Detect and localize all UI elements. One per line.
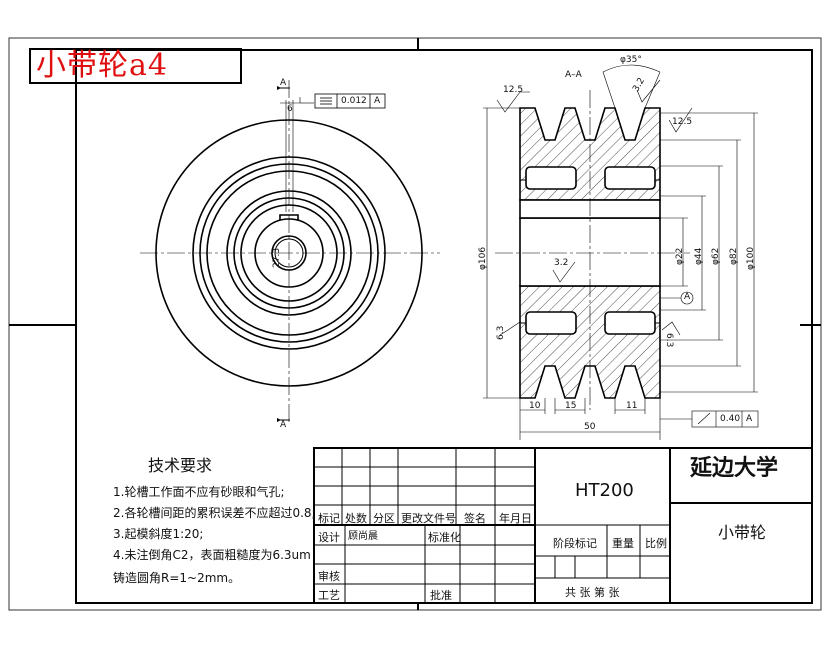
tb-standardize-label: 标准化	[428, 531, 461, 544]
roughness-bore: 3.2	[554, 258, 569, 268]
tech-requirement-3: 3.起模斜度1:20;	[113, 527, 204, 541]
tb-sheets-label: 共 张 第 张	[565, 586, 620, 599]
width-15-label: 15	[565, 401, 577, 411]
tb-process-label: 工艺	[318, 589, 340, 602]
tb-col-mark: 标记	[318, 512, 340, 525]
symmetry-tolerance-datum: A	[374, 96, 381, 106]
title-box	[29, 48, 242, 84]
roughness-top-right: 12.5	[672, 117, 693, 127]
width-11-label: 11	[626, 401, 638, 411]
groove-angle-label: φ35°	[620, 55, 642, 65]
tech-requirement-1: 1.轮槽工作面不应有砂眼和气孔;	[113, 485, 285, 499]
drawing-title: 小带轮a4	[36, 48, 168, 83]
roughness-side-left: 6.3	[496, 325, 506, 340]
cut-mark-top: A	[280, 78, 287, 88]
diameter-22-label: φ22	[675, 247, 685, 265]
diameter-100-label: φ100	[746, 246, 756, 270]
tech-requirement-5: 铸造圆角R=1~2mm。	[113, 571, 241, 585]
tech-requirements-heading: 技术要求	[148, 456, 213, 475]
tb-col-count: 处数	[345, 512, 367, 525]
university-name: 延边大学	[690, 456, 779, 481]
diameter-106-label: φ106	[478, 246, 488, 270]
title-block-grid	[313, 447, 813, 604]
section-view	[495, 90, 690, 410]
diameter-82-label: φ82	[729, 247, 739, 265]
keyway-width-label: 6	[287, 104, 293, 114]
part-name: 小带轮	[718, 523, 767, 542]
tb-scale-label: 比例	[645, 537, 667, 550]
tb-weight-label: 重量	[612, 537, 634, 550]
runout-value: 0.40	[720, 414, 741, 424]
tb-col-zone: 分区	[373, 512, 395, 525]
section-dimensions	[483, 64, 759, 440]
datum-marker: A	[684, 292, 691, 302]
diameter-44-label: φ44	[694, 247, 704, 265]
tb-col-signature: 签名	[464, 512, 486, 525]
tb-review-label: 审核	[318, 570, 340, 583]
section-label: A–A	[565, 70, 582, 80]
tb-designer-name: 顾尚晨	[348, 531, 378, 542]
tb-approve-label: 批准	[430, 589, 452, 602]
front-view	[140, 80, 440, 425]
tb-design-label: 设计	[318, 531, 340, 544]
tech-requirement-2: 2.各轮槽间距的累积误差不应超过0.8;	[113, 506, 316, 520]
width-50-label: 50	[584, 422, 596, 432]
diameter-62-label: φ62	[711, 247, 721, 265]
tech-requirement-4: 4.未注倒角C2，表面粗糙度为6.3um	[113, 548, 311, 562]
symmetry-tolerance-frame	[314, 93, 386, 109]
roughness-top-left: 12.5	[503, 85, 524, 95]
cut-mark-bottom: A	[280, 420, 287, 430]
tb-col-date: 年月日	[499, 512, 532, 525]
symmetry-tolerance-value: 0.012	[341, 96, 367, 106]
width-10-label: 10	[529, 401, 541, 411]
tb-col-change-doc: 更改文件号	[401, 512, 456, 525]
runout-datum: A	[746, 414, 753, 424]
bore-dim-label: 27.3	[272, 247, 282, 268]
tb-stage-mark-label: 阶段标记	[553, 537, 597, 550]
material-label: HT200	[575, 480, 634, 501]
roughness-side-right: 6.3	[664, 333, 674, 348]
